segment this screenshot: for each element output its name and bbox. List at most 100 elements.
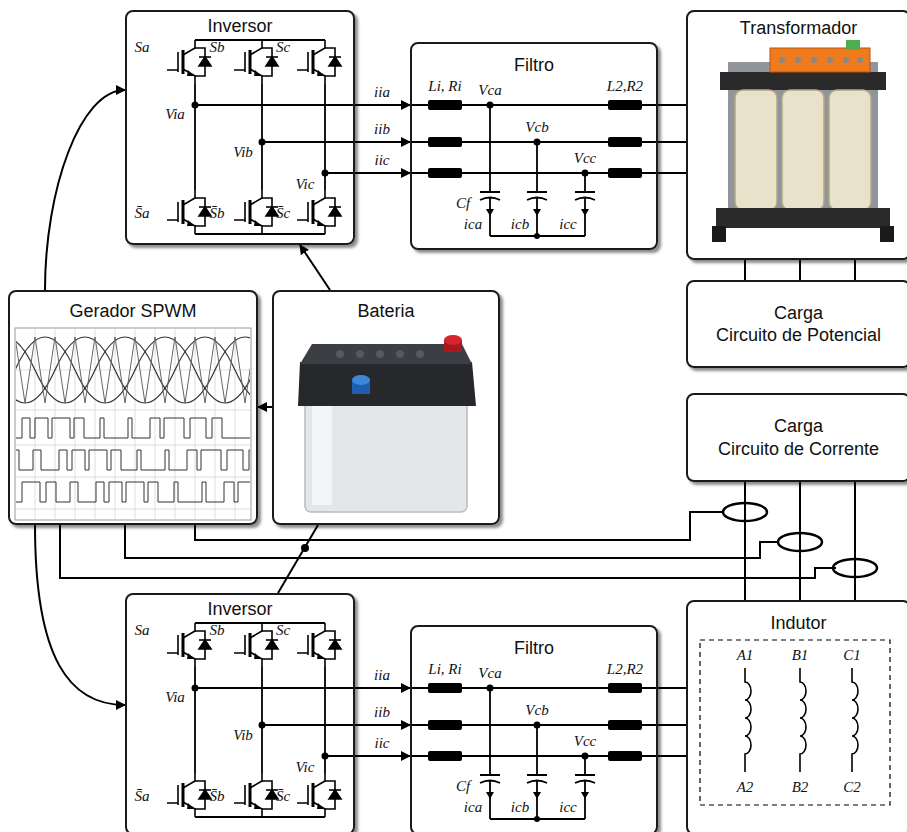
battery-illustration bbox=[352, 375, 370, 385]
block-title: Indutor bbox=[770, 612, 826, 635]
wire-connector bbox=[658, 172, 686, 174]
signal-label: B1 bbox=[792, 647, 809, 664]
block-box: Gerador SPWM bbox=[8, 290, 258, 525]
inverter-bridge bbox=[167, 623, 355, 817]
wire-connector bbox=[355, 687, 410, 689]
battery-illustration bbox=[396, 350, 404, 358]
signal-label: icb bbox=[511, 799, 529, 816]
transformer-illustration bbox=[716, 208, 890, 228]
block-title: Carga bbox=[774, 302, 823, 325]
current-sensor-wire bbox=[195, 512, 723, 540]
wire-connector bbox=[658, 724, 686, 726]
wire-connector bbox=[355, 755, 410, 757]
transformer-illustration bbox=[779, 57, 785, 63]
wire-connector bbox=[355, 141, 410, 143]
spwm-plot bbox=[0, 328, 324, 520]
wire-connector bbox=[35, 525, 125, 705]
transformer-illustration bbox=[770, 48, 870, 72]
wire-connector bbox=[744, 482, 746, 600]
signal-label: S̄b bbox=[210, 788, 225, 805]
signal-label: S̄a bbox=[135, 205, 150, 222]
signal-label: Vcb bbox=[525, 702, 548, 719]
signal-label: Vcc bbox=[574, 150, 596, 167]
block-title: Filtro bbox=[514, 637, 554, 660]
current-label: iic bbox=[374, 152, 391, 169]
signal-label: Vca bbox=[478, 82, 501, 99]
current-label: iib bbox=[373, 704, 391, 721]
wire-connector bbox=[258, 406, 272, 408]
block-box: Filtro bbox=[410, 42, 658, 250]
transformer-illustration bbox=[779, 57, 863, 63]
signal-label: Vcb bbox=[525, 119, 548, 136]
block-title: Transformador bbox=[740, 17, 857, 40]
battery-illustration bbox=[336, 350, 344, 358]
wire-connector bbox=[744, 260, 746, 280]
signal-label: S̄c bbox=[276, 788, 290, 805]
current-label: iic bbox=[374, 735, 391, 752]
signal-label: Sb bbox=[210, 622, 225, 639]
wire-connector bbox=[799, 260, 801, 280]
signal-label: Vib bbox=[233, 727, 253, 744]
current-label: iia bbox=[373, 667, 391, 684]
signal-label: Cf bbox=[456, 778, 470, 795]
signal-label: Vca bbox=[478, 665, 501, 682]
signal-label: L2,R2 bbox=[607, 661, 643, 678]
inductor-symbol bbox=[852, 668, 858, 772]
transformer-illustration bbox=[843, 57, 849, 63]
lc-filter bbox=[410, 683, 658, 822]
inverter-bridge bbox=[167, 40, 355, 234]
block-title: Circuito de Corrente bbox=[718, 438, 879, 461]
spwm-plot bbox=[16, 337, 250, 403]
spwm-plot bbox=[16, 337, 250, 502]
battery-illustration bbox=[444, 335, 462, 345]
battery-illustration bbox=[305, 398, 467, 512]
battery-illustration bbox=[336, 350, 424, 358]
battery-illustration bbox=[416, 350, 424, 358]
wire-connector bbox=[658, 141, 686, 143]
inductor-symbol bbox=[745, 668, 751, 772]
battery-illustration bbox=[376, 350, 384, 358]
spwm-plot bbox=[16, 337, 250, 403]
block-box: Bateria bbox=[272, 290, 500, 525]
signal-label: icc bbox=[559, 216, 576, 233]
current-sensor-wire bbox=[125, 525, 778, 558]
lc-filter bbox=[410, 100, 658, 239]
signal-label: Sc bbox=[276, 39, 290, 56]
spwm-plot bbox=[16, 450, 250, 470]
transformer-illustration bbox=[782, 90, 824, 210]
spwm-plot bbox=[16, 329, 250, 519]
transformer-illustration bbox=[880, 226, 894, 242]
battery-illustration bbox=[298, 335, 476, 512]
block-title: Filtro bbox=[514, 54, 554, 77]
spwm-plot bbox=[15, 328, 251, 520]
block-box: Filtro bbox=[410, 625, 658, 832]
transformer-illustration bbox=[829, 90, 871, 210]
battery-illustration bbox=[356, 350, 364, 358]
signal-label: Vic bbox=[296, 176, 315, 193]
signal-label: ica bbox=[464, 216, 482, 233]
signal-label: Sa bbox=[135, 39, 150, 56]
signal-label: Via bbox=[165, 106, 185, 123]
signal-label: icb bbox=[511, 216, 529, 233]
signal-label: Sa bbox=[135, 622, 150, 639]
signal-label: Li, Ri bbox=[428, 78, 461, 95]
signal-label: S̄a bbox=[135, 788, 150, 805]
block-box: Indutor bbox=[686, 600, 907, 832]
signal-label: C2 bbox=[843, 779, 861, 796]
block-title: Gerador SPWM bbox=[69, 300, 196, 323]
wire-connector bbox=[658, 687, 686, 689]
wire-connector bbox=[355, 172, 410, 174]
signal-label: C1 bbox=[843, 647, 861, 664]
transformer-illustration bbox=[795, 57, 801, 63]
signal-label: Via bbox=[165, 689, 185, 706]
transformer-illustration bbox=[857, 57, 863, 63]
transformer-illustration bbox=[720, 72, 886, 90]
signal-label: Vib bbox=[233, 144, 253, 161]
signal-label: B2 bbox=[792, 779, 809, 796]
block-box: CargaCircuito de Potencial bbox=[686, 280, 907, 368]
signal-label: Vic bbox=[296, 759, 315, 776]
transformer-illustration bbox=[735, 90, 777, 210]
transformer-illustration bbox=[712, 226, 726, 242]
